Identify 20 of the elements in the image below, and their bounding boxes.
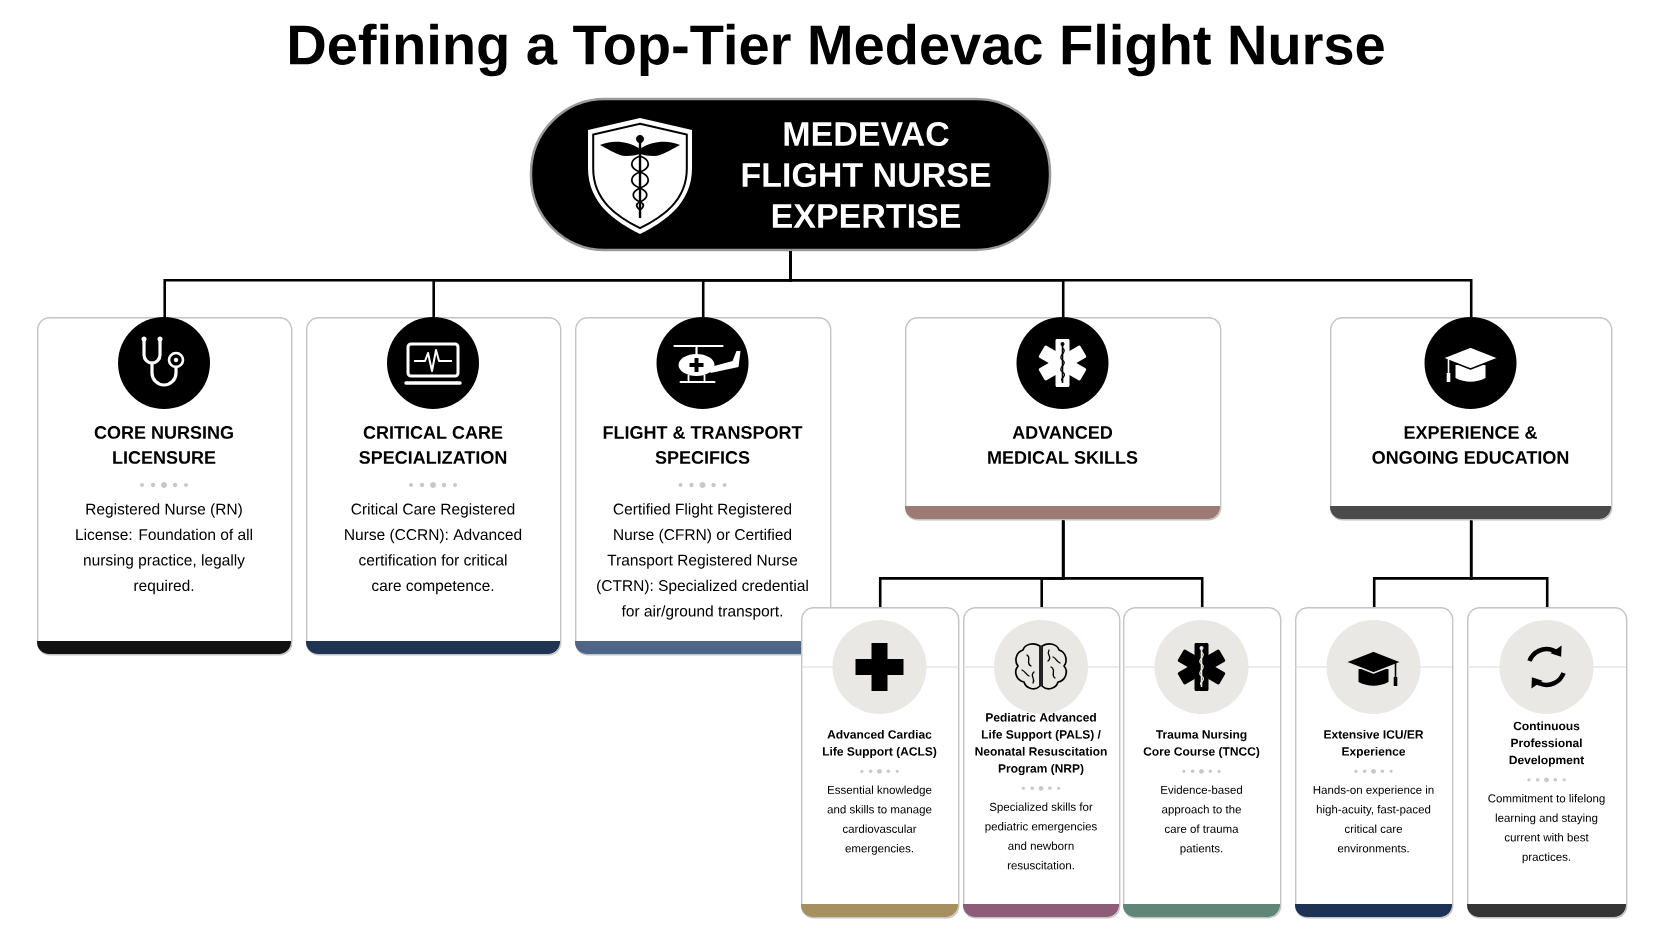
card-heading: ADVANCED MEDICAL SKILLS bbox=[988, 426, 1138, 464]
card-heading: Extensive ICU/ER Experience bbox=[1324, 729, 1424, 759]
title: Defining a Top-Tier Medevac Flight Nurse bbox=[290, 23, 1384, 77]
card-heading: CORE NURSING LICENSURE bbox=[94, 426, 233, 464]
card-heading: Trauma Nursing Core Course (TNCC) bbox=[1143, 729, 1260, 759]
card-heading: Pediatric Advanced Life Support (PALS) / Neonatal Resuscitation Program (NRP) bbox=[975, 712, 1107, 776]
card-text: Critical Care Registered Nurse (CCRN): Advanced certification for critical care competence. bbox=[345, 503, 522, 595]
card-text: Hands-on experience in high-acuity, fast-paced critical care environments. bbox=[1313, 785, 1434, 853]
card-text: Registered Nurse (RN) License: Foundation of all nursing practice, legally required. bbox=[76, 503, 252, 595]
card-heading: Advanced Cardiac Life Support (ACLS) bbox=[823, 729, 937, 759]
card-text: Evidence-based approach to the care of trauma patients. bbox=[1161, 785, 1242, 855]
pill-title: MEDEVAC FLIGHT NURSE EXPERTISE bbox=[742, 121, 991, 229]
card-text: Essential knowledge and skills to manage cardiovascular emergencies. bbox=[827, 785, 932, 855]
card-heading: Continuous Professional Development bbox=[1509, 721, 1585, 767]
card-heading: FLIGHT & TRANSPORT SPECIFICS bbox=[603, 426, 803, 464]
card-text: Specialized skills for pediatric emergencies and newborn resuscitation. bbox=[985, 802, 1097, 870]
card-text: Commitment to lifelong learning and staying current with best practices. bbox=[1488, 794, 1605, 864]
card-heading: CRITICAL CARE SPECIALIZATION bbox=[359, 426, 507, 464]
card-text: Certified Flight Registered Nurse (CFRN) or Certified Transport Registered Nurse (CTRN): Specialized credential for air/ground transport. bbox=[597, 503, 808, 620]
card-heading: EXPERIENCE & ONGOING EDUCATION bbox=[1372, 426, 1569, 464]
